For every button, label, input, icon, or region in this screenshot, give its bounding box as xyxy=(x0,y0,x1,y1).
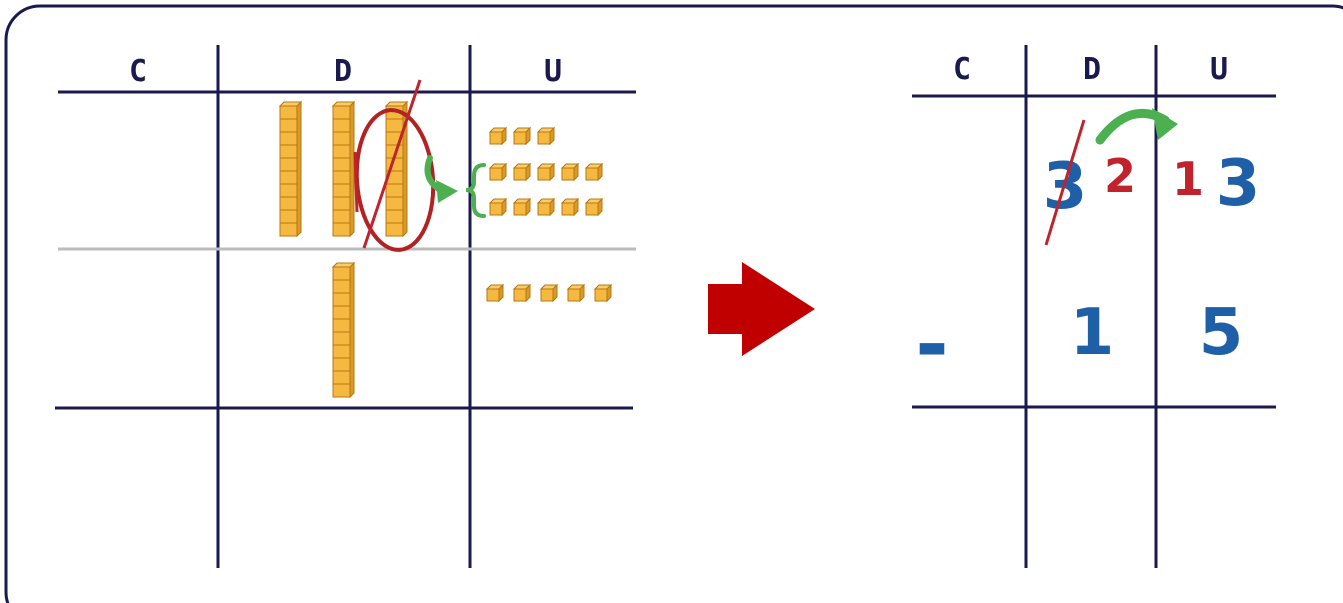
green-arrow-head xyxy=(436,180,458,203)
ten-rod xyxy=(331,100,356,238)
strike-line xyxy=(362,79,422,249)
unit-cube xyxy=(485,283,505,303)
unit-cube xyxy=(488,126,508,146)
green-brace xyxy=(465,163,486,218)
unit-cube xyxy=(539,283,559,303)
subtrahend-unit-cubes xyxy=(485,283,613,303)
unit-cube xyxy=(512,162,532,182)
left-place-value-table: C D U xyxy=(55,45,636,568)
left-header-d: D xyxy=(334,54,352,89)
unit-cube xyxy=(512,197,532,217)
unit-cube xyxy=(536,126,556,146)
regroup-arrow-head xyxy=(1152,108,1178,140)
ten-rod xyxy=(384,100,409,238)
unit-cube xyxy=(593,283,613,303)
minus-operator: - xyxy=(915,298,948,391)
right-header-u: U xyxy=(1210,52,1228,87)
unit-cube xyxy=(560,162,580,182)
subtrahend-tens-digit: 1 xyxy=(1070,296,1115,370)
red-curl xyxy=(353,151,359,213)
minuend-tens-rods xyxy=(278,100,409,238)
right-header-d: D xyxy=(1083,52,1101,87)
unit-cube xyxy=(536,162,556,182)
right-place-value-table: C D U 3 2 1 3 - 1 5 xyxy=(912,45,1276,568)
ten-rod xyxy=(331,261,356,399)
regroup-ten-digit: 1 xyxy=(1172,152,1204,206)
right-header-c: C xyxy=(953,52,971,87)
ten-rod xyxy=(278,100,303,238)
unit-cube xyxy=(488,197,508,217)
unit-cube xyxy=(536,197,556,217)
minuend-unit-cubes xyxy=(488,126,604,217)
big-right-arrow xyxy=(708,262,815,356)
unit-cube xyxy=(584,162,604,182)
unit-cube xyxy=(566,283,586,303)
unit-cube xyxy=(584,197,604,217)
subtrahend-tens-rods xyxy=(331,261,356,399)
tens-strike xyxy=(1044,119,1086,246)
left-header-u: U xyxy=(544,54,562,89)
regrouped-tens-digit: 2 xyxy=(1104,149,1136,203)
unit-cube xyxy=(560,197,580,217)
subtrahend-units-digit: 5 xyxy=(1199,296,1244,370)
unit-cube xyxy=(512,283,532,303)
outer-frame xyxy=(4,4,1343,603)
unit-cube xyxy=(488,162,508,182)
unit-cube xyxy=(512,126,532,146)
units-digit: 3 xyxy=(1216,147,1261,221)
left-header-c: C xyxy=(129,54,147,89)
